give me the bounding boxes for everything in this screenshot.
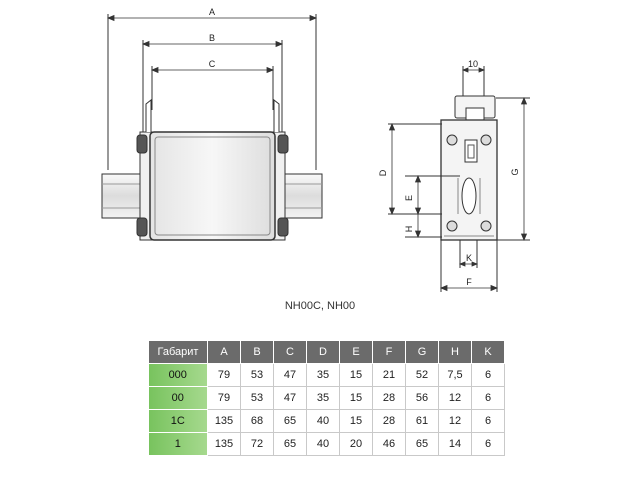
- table-cell: 7,5: [438, 363, 472, 387]
- table-cell: 6: [471, 409, 505, 433]
- end-view: [388, 66, 530, 292]
- header-k: K: [471, 340, 505, 364]
- table-cell: 40: [306, 409, 340, 433]
- table-cell: 135: [207, 432, 241, 456]
- side-view: [101, 14, 323, 241]
- table-cell: 52: [405, 363, 439, 387]
- table-cell: 135: [207, 409, 241, 433]
- table-cell: 28: [372, 409, 406, 433]
- dim-label-e: E: [404, 195, 414, 201]
- table-cell: 40: [306, 432, 340, 456]
- table-cell: 6: [471, 386, 505, 410]
- dim-label-f: F: [466, 277, 472, 287]
- table-cell: 47: [273, 363, 307, 387]
- dimension-lines-end: [388, 67, 528, 292]
- table-cell: 12: [438, 409, 472, 433]
- table-cell: 28: [372, 386, 406, 410]
- table-row: 1C 135 68 65 40 15 28 61 12 6: [148, 409, 505, 433]
- table-cell: 12: [438, 386, 472, 410]
- size-cell: 00: [148, 386, 208, 410]
- table-header-row: Габарит A B C D E F G H K: [148, 340, 505, 364]
- table-cell: 35: [306, 386, 340, 410]
- table-cell: 65: [405, 432, 439, 456]
- header-e: E: [339, 340, 373, 364]
- table-cell: 15: [339, 386, 373, 410]
- table-cell: 20: [339, 432, 373, 456]
- table-cell: 15: [339, 409, 373, 433]
- dim-label-k: K: [466, 253, 472, 263]
- header-c: C: [273, 340, 307, 364]
- fuse-body: [149, 131, 276, 241]
- drawing-caption: NH00C, NH00: [284, 300, 356, 312]
- dim-label-b: B: [209, 33, 215, 43]
- table-cell: 14: [438, 432, 472, 456]
- table-cell: 46: [372, 432, 406, 456]
- table-cell: 68: [240, 409, 274, 433]
- dimensions-table: Габарит A B C D E F G H K 000 79 53 47 3…: [148, 340, 505, 456]
- table-cell: 56: [405, 386, 439, 410]
- table-cell: 79: [207, 363, 241, 387]
- table-cell: 6: [471, 432, 505, 456]
- header-g: G: [405, 340, 439, 364]
- size-cell: 1: [148, 432, 208, 456]
- dim-label-h: H: [404, 226, 414, 233]
- header-b: B: [240, 340, 274, 364]
- table-cell: 65: [273, 432, 307, 456]
- dimension-lines-side: [106, 14, 318, 74]
- table-cell: 21: [372, 363, 406, 387]
- table-cell: 35: [306, 363, 340, 387]
- table-cell: 79: [207, 386, 241, 410]
- fuse-technical-drawing: A B C: [101, 7, 530, 292]
- table-cell: 65: [273, 409, 307, 433]
- table-row: 1 135 72 65 40 20 46 65 14 6: [148, 432, 505, 456]
- dim-label-g: G: [510, 168, 520, 175]
- dim-label-d: D: [378, 169, 388, 176]
- dim-label-c: C: [209, 59, 216, 69]
- header-f: F: [372, 340, 406, 364]
- table-cell: 15: [339, 363, 373, 387]
- header-d: D: [306, 340, 340, 364]
- table-cell: 53: [240, 363, 274, 387]
- header-size: Габарит: [148, 340, 208, 364]
- table-row: 00 79 53 47 35 15 28 56 12 6: [148, 386, 505, 410]
- dim-label-10: 10: [468, 59, 478, 69]
- table-cell: 47: [273, 386, 307, 410]
- size-cell: 000: [148, 363, 208, 387]
- table-cell: 6: [471, 363, 505, 387]
- size-cell: 1C: [148, 409, 208, 433]
- table-cell: 72: [240, 432, 274, 456]
- header-h: H: [438, 340, 472, 364]
- table-row: 000 79 53 47 35 15 21 52 7,5 6: [148, 363, 505, 387]
- dim-label-a: A: [209, 7, 215, 17]
- table-cell: 61: [405, 409, 439, 433]
- table-cell: 53: [240, 386, 274, 410]
- header-a: A: [207, 340, 241, 364]
